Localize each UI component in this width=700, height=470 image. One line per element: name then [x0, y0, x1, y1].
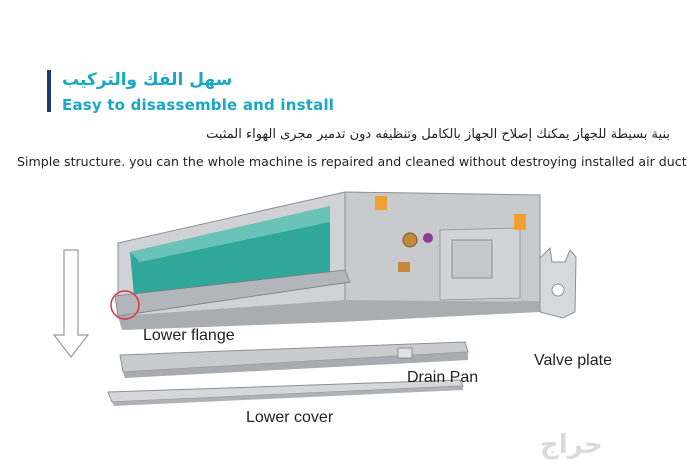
lower-cover-part: [107, 379, 464, 406]
drain-pan-part: [119, 341, 469, 378]
heading-accent-bar: [47, 70, 51, 112]
duct-unit-body: [110, 191, 541, 330]
heading-title-english: Easy to disassemble and install: [62, 96, 335, 114]
valve-plate-part: [539, 246, 577, 319]
label-lower-cover: Lower cover: [246, 409, 334, 426]
label-valve-plate: Valve plate: [534, 352, 612, 369]
label-lower-flange: Lower flange: [143, 327, 235, 344]
label-drain-pan: Drain Pan: [407, 369, 479, 386]
heading-title-arabic: سهل الفك والتركيب: [62, 70, 233, 90]
down-arrow-icon: [52, 249, 90, 358]
description-arabic: بنية بسيطة للجهاز يمكنك إصلاح الجهاز بال…: [206, 127, 670, 142]
description-english: Simple structure. you can the whole mach…: [17, 154, 687, 169]
watermark-logo: حراج: [540, 430, 603, 460]
flange-highlight-circle: [110, 290, 140, 320]
